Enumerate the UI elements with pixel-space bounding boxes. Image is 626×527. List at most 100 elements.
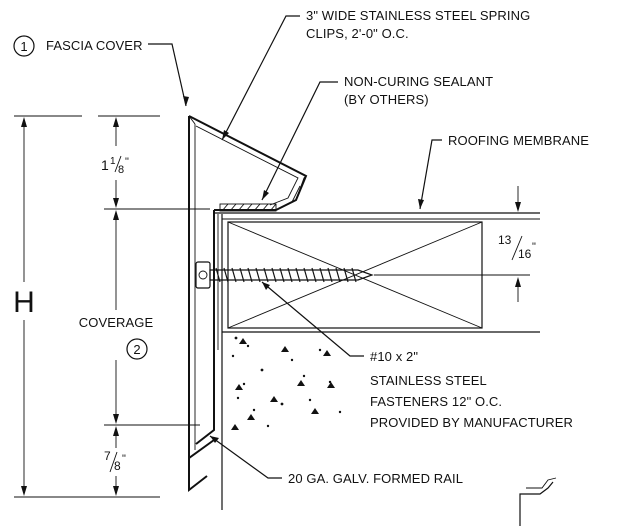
dim-right-slash: [511, 235, 523, 261]
bottom-arrow-up: [113, 426, 119, 436]
dim-right-num: 13: [498, 233, 512, 247]
screw-threads: [215, 267, 357, 283]
fascia-drip-edge: [188, 458, 208, 493]
sealant-label-line1: NON-CURING SEALANT: [344, 74, 493, 89]
dimension-bottom: 7 8 ": [104, 426, 126, 496]
stipple: [242, 382, 246, 386]
spring-clip-hook: [295, 175, 307, 201]
formed-rail-leader: [209, 435, 282, 479]
formed-rail: [195, 209, 276, 445]
screw-shank: [209, 269, 374, 281]
concrete-stipple: [231, 336, 342, 430]
dim-bottom-den: 8: [114, 459, 121, 473]
stipple: [290, 358, 294, 362]
break-line-inner: [526, 477, 557, 489]
dim-bottom-inch: ": [122, 453, 126, 465]
roofing-membrane-leader: [419, 139, 442, 210]
fascia-leader: [148, 43, 187, 107]
coverage-label: COVERAGE: [79, 315, 154, 330]
sealant-label-line2: (BY OTHERS): [344, 92, 429, 107]
stipple: [327, 382, 335, 388]
dim-bottom-num: 7: [104, 449, 111, 463]
h-arrow-bottom: [21, 486, 27, 496]
stipple: [234, 336, 238, 340]
height-label: H: [13, 286, 35, 319]
callout-sealant: NON-CURING SEALANT (BY OTHERS): [261, 74, 493, 201]
coverage-arrow-down: [113, 414, 119, 424]
stipple: [266, 424, 270, 428]
dimension-right: 13 16 ": [388, 186, 536, 302]
roofing-membrane-label: ROOFING MEMBRANE: [448, 133, 589, 148]
right-arrow-down: [515, 202, 521, 212]
screw-head: [195, 261, 211, 289]
dim-right-den: 16: [518, 247, 532, 261]
dim-right-inch: ": [532, 241, 536, 253]
sealant-leader-arrow: [262, 190, 269, 200]
spring-clips-label-line2: CLIPS, 2'-0" O.C.: [306, 26, 409, 41]
fascia-cover-profile: [188, 115, 215, 493]
stipple: [308, 398, 312, 402]
fastener-leader: [261, 281, 364, 357]
spring-clip-outer: [188, 115, 308, 211]
stipple: [338, 410, 342, 414]
dim-top-whole: 1: [101, 157, 109, 173]
stipple: [246, 344, 250, 348]
formed-rail-profile: [195, 210, 215, 445]
stipple: [247, 414, 255, 420]
fastener-label-line4: PROVIDED BY MANUFACTURER: [370, 415, 573, 430]
callout-circle-1: [13, 35, 35, 57]
dim-top-slash: [114, 155, 122, 173]
callout-fastener: #10 x 2" STAINLESS STEEL FASTENERS 12" O…: [261, 281, 573, 430]
dimension-top: 1 1 8 ": [98, 115, 210, 210]
callout-formed-rail: 20 GA. GALV. FORMED RAIL: [209, 435, 463, 486]
spring-clip: [188, 115, 308, 211]
callout-number-2: 2: [133, 342, 140, 357]
spring-clip-inner: [195, 125, 299, 206]
callout-fascia-cover: 1 FASCIA COVER: [13, 35, 189, 107]
spring-clips-label-line1: 3" WIDE STAINLESS STEEL SPRING: [306, 8, 530, 23]
sealant-hatch: [221, 203, 277, 212]
fascia-cover-label: FASCIA COVER: [46, 38, 143, 53]
dimension-coverage: COVERAGE 2: [79, 210, 200, 426]
formed-rail-label: 20 GA. GALV. FORMED RAIL: [288, 471, 463, 486]
stipple: [302, 374, 306, 378]
dim-bottom-slash: [109, 451, 118, 473]
stipple: [236, 396, 240, 400]
stipple: [323, 350, 331, 356]
fascia-leader-arrow: [183, 96, 189, 106]
h-arrow-top: [21, 117, 27, 127]
stipple: [297, 380, 305, 386]
fastener-screw: [195, 261, 416, 289]
callout-circle-2: [126, 338, 148, 360]
stipple: [231, 424, 239, 430]
fastener-label-line2: STAINLESS STEEL: [370, 373, 487, 388]
spring-clip-bend: [291, 185, 301, 203]
break-line-outer: [519, 481, 554, 526]
break-line: [519, 477, 557, 526]
stipple: [328, 380, 332, 384]
dim-top-num: 1: [110, 156, 116, 167]
stipple: [239, 338, 247, 344]
dim-top-den: 8: [118, 164, 124, 176]
callout-roofing-membrane: ROOFING MEMBRANE: [418, 133, 589, 210]
callout-spring-clips: 3" WIDE STAINLESS STEEL SPRING CLIPS, 2'…: [221, 8, 530, 141]
sealant-leader: [261, 81, 338, 201]
stipple: [280, 402, 284, 406]
dimension-h: H: [13, 115, 160, 498]
wood-nailer-cross: [227, 221, 483, 329]
stipple: [235, 384, 243, 390]
roofing-membrane-leader-arrow: [418, 199, 424, 209]
formed-rail-leader-arrow: [210, 436, 219, 443]
top-arrow-down: [113, 198, 119, 208]
stipple: [318, 348, 322, 352]
right-arrow-up: [515, 277, 521, 287]
callout-number-1: 1: [20, 39, 27, 54]
fastener-leader-arrow: [262, 282, 270, 290]
stipple: [252, 408, 256, 412]
stipple: [281, 346, 289, 352]
stipple: [311, 408, 319, 414]
stipple: [260, 368, 264, 372]
dim-top-inch: ": [125, 156, 129, 168]
